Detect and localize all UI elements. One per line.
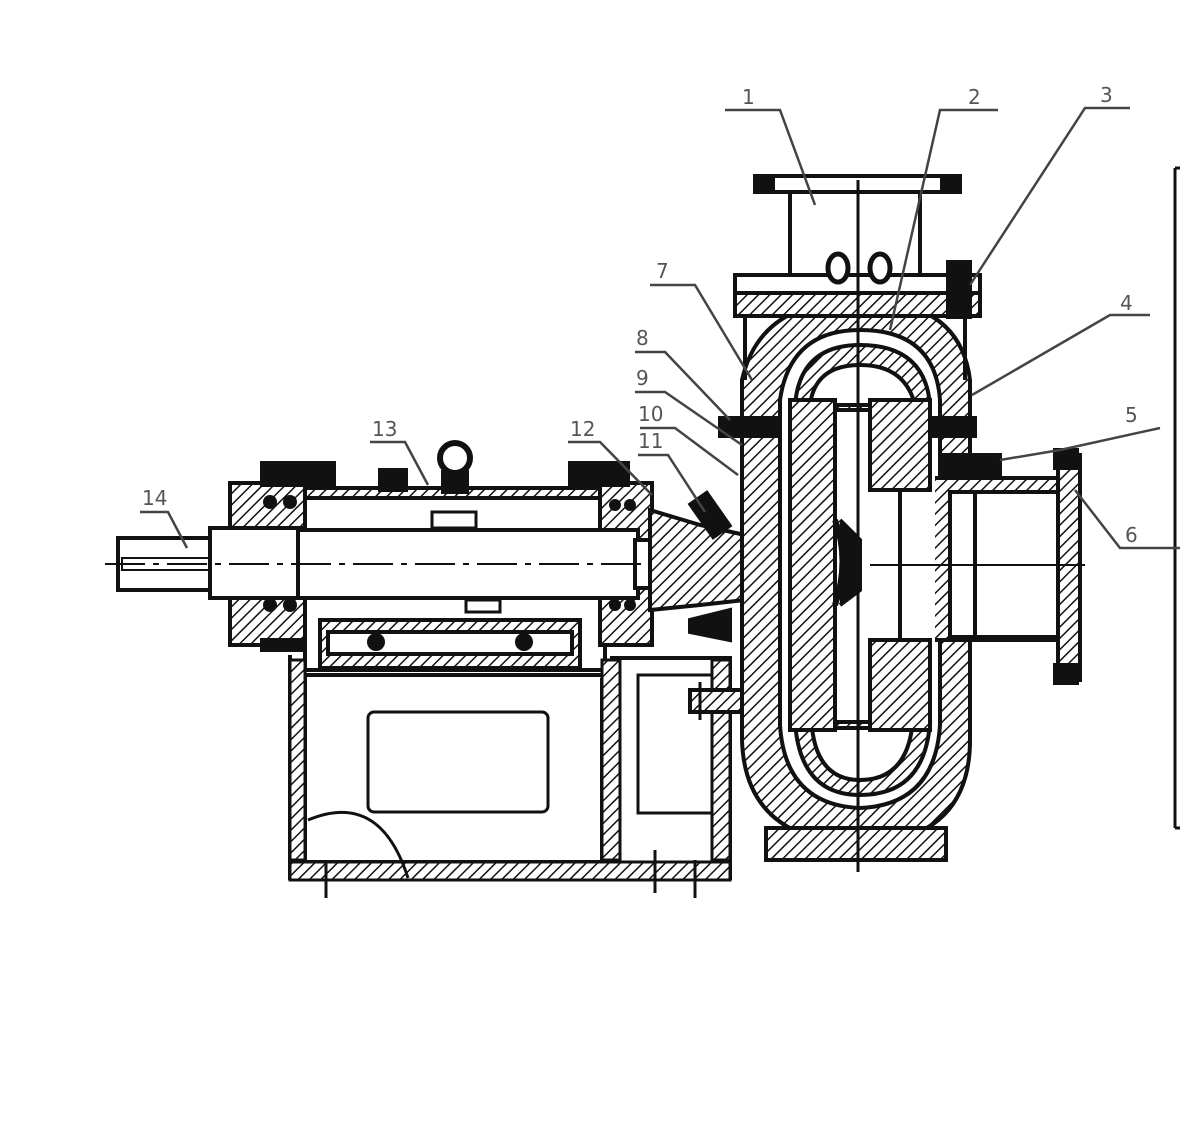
- frame-base: [288, 655, 732, 898]
- part-label-5: 5: [1125, 403, 1138, 427]
- pump-casing: [718, 297, 977, 862]
- suction-flange: [1056, 453, 1082, 682]
- grease-cup: [378, 468, 408, 492]
- dimension-bar: [1173, 166, 1180, 830]
- part-label-1: 1: [742, 85, 755, 109]
- part-label-8: 8: [636, 326, 649, 350]
- lifting-eye: [437, 440, 473, 494]
- suction-pipe: [870, 448, 1085, 685]
- part-label-4: 4: [1120, 291, 1133, 315]
- part-label-13: 13: [372, 417, 397, 441]
- part-label-14: 14: [142, 486, 167, 510]
- part-label-7: 7: [656, 259, 669, 283]
- part-label-2: 2: [968, 85, 981, 109]
- part-label-9: 9: [636, 366, 649, 390]
- part-label-10: 10: [638, 402, 663, 426]
- part-label-11: 11: [638, 429, 663, 453]
- part-label-6: 6: [1125, 523, 1138, 547]
- part-label-3: 3: [1100, 83, 1113, 107]
- frame-window: [366, 710, 550, 814]
- part-labels: 1 2 3 4 5 6 7 8 9 10 11 12 13 14: [142, 83, 1138, 547]
- bottom-flange: [764, 826, 948, 862]
- leader-lines: [140, 106, 1180, 550]
- part-label-12: 12: [570, 417, 595, 441]
